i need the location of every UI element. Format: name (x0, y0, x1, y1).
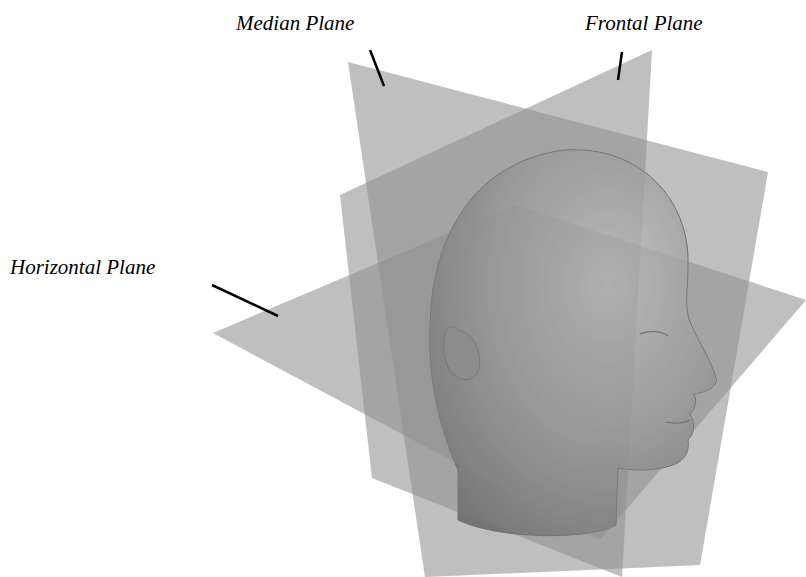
leader-line (212, 285, 278, 316)
leader-line (370, 50, 384, 86)
leader-line (618, 52, 622, 80)
plane-label: Horizontal Plane (10, 256, 155, 279)
planes-back (213, 50, 806, 577)
planes-front (213, 50, 806, 577)
leader-lines (212, 50, 622, 316)
plane-label: Median Plane (236, 12, 354, 35)
plane-label: Frontal Plane (585, 12, 703, 35)
frontal-plane (340, 50, 652, 577)
